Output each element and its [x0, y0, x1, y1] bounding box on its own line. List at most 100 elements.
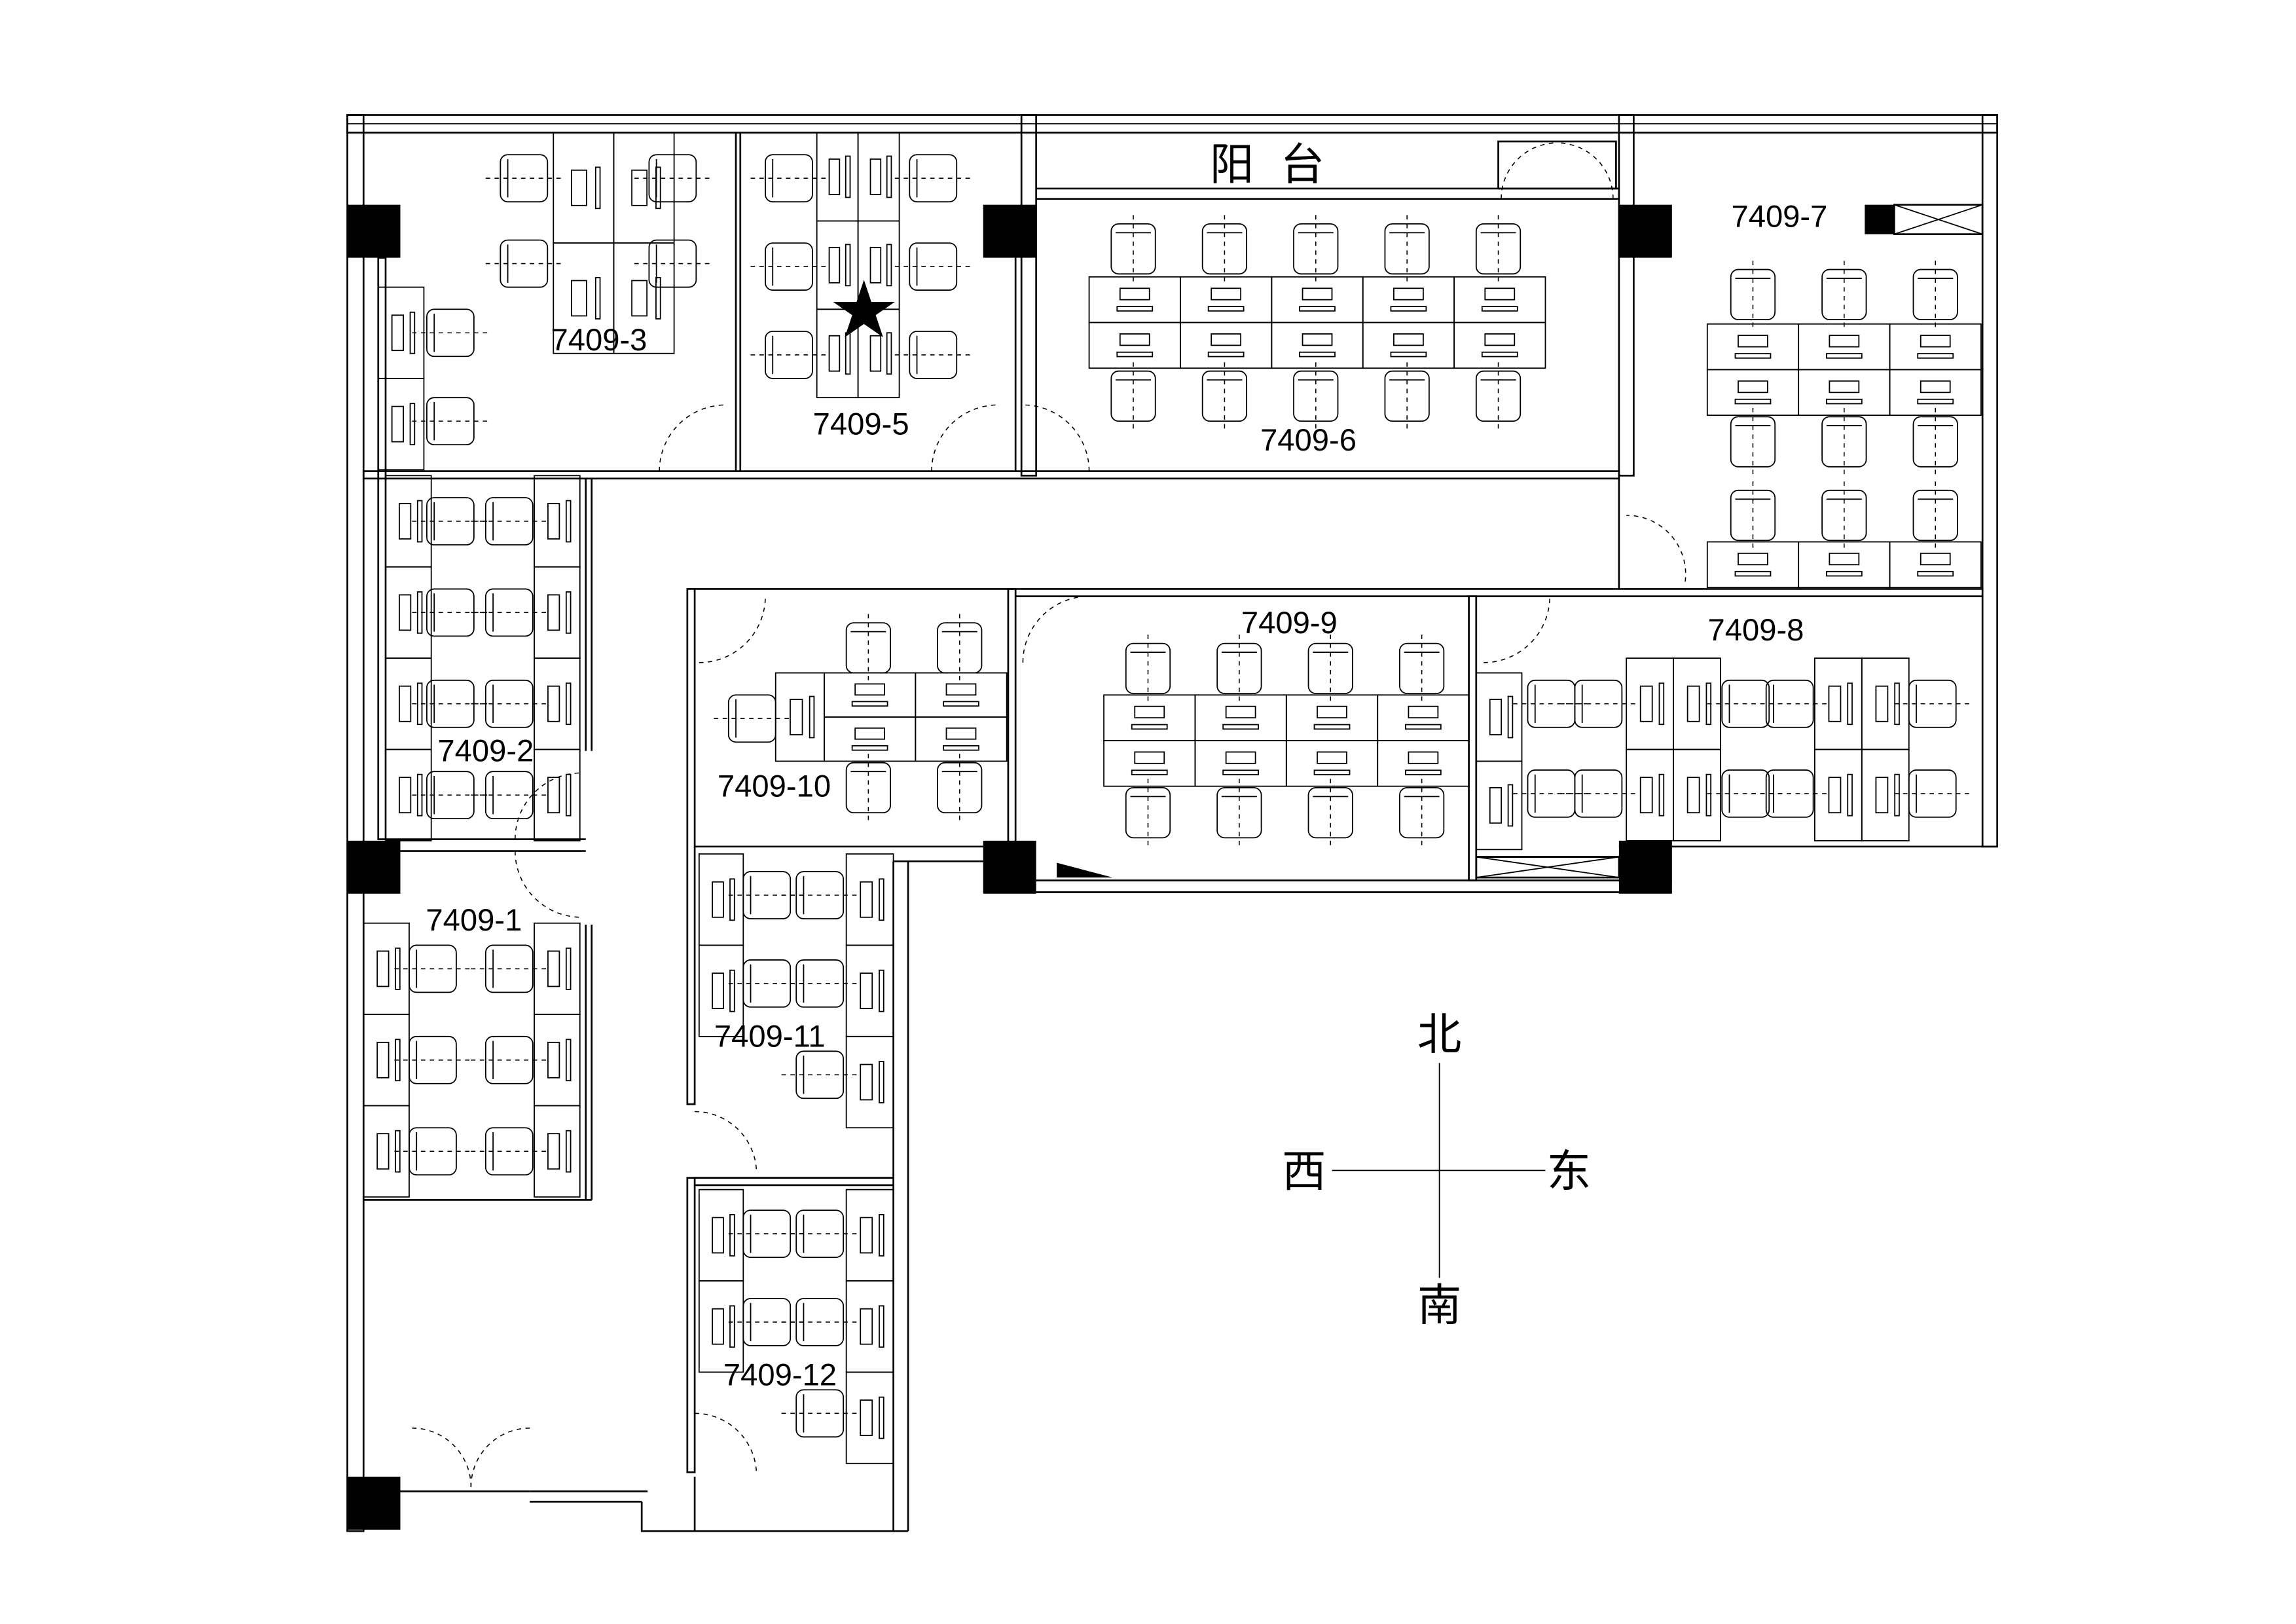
room-label-7409-5: 7409-5 [813, 407, 909, 441]
chair [1821, 268, 1867, 320]
desk [698, 853, 744, 946]
desk [1475, 672, 1523, 762]
desk [1861, 748, 1910, 841]
chair [1201, 370, 1248, 422]
desk [377, 378, 425, 471]
pillar [983, 840, 1036, 894]
room-label-7409-12: 7409-12 [723, 1358, 837, 1393]
desk [845, 944, 894, 1037]
desk [1673, 748, 1721, 841]
desk [1813, 748, 1863, 841]
desk [774, 672, 825, 762]
compass-north: 北 [1417, 1008, 1461, 1060]
room-label-7409-8: 7409-8 [1707, 613, 1804, 648]
room-label-7409-10: 7409-10 [718, 769, 831, 803]
chair [845, 762, 891, 814]
chair [1216, 642, 1262, 694]
desk [1889, 541, 1982, 589]
pillar [347, 840, 401, 894]
desk [534, 922, 581, 1016]
chair [1125, 787, 1171, 839]
desk [698, 1189, 744, 1282]
balcony-label: 阳台 [1210, 138, 1351, 190]
pillars [347, 204, 1895, 1530]
chair [1399, 787, 1445, 839]
desk [553, 132, 615, 244]
desk [534, 566, 581, 659]
desk [534, 748, 581, 841]
room-label-7409-9: 7409-9 [1241, 606, 1338, 640]
desk [1475, 760, 1523, 851]
desk [816, 220, 859, 310]
chair [1110, 223, 1156, 275]
chair [1293, 370, 1339, 422]
pillar [1865, 204, 1895, 234]
chair [1821, 489, 1867, 542]
desk [1889, 369, 1982, 416]
pillar [347, 204, 401, 258]
compass-west: 西 [1282, 1145, 1326, 1197]
desk [534, 475, 581, 568]
desk [1813, 657, 1863, 750]
desk [363, 1105, 410, 1198]
desk [1673, 657, 1721, 750]
pillar [1618, 204, 1672, 258]
chair [1307, 787, 1353, 839]
chair [1730, 489, 1776, 542]
desk [1377, 740, 1470, 787]
chair [937, 622, 983, 674]
compass-east: 东 [1547, 1145, 1591, 1197]
chair [1475, 223, 1522, 275]
desk [613, 132, 675, 244]
room-label-7409-3: 7409-3 [551, 323, 647, 358]
chair [648, 154, 697, 203]
room-label-7409-11: 7409-11 [714, 1020, 826, 1054]
desk [915, 716, 1008, 762]
desk [845, 1371, 894, 1464]
chair [1912, 416, 1958, 468]
chair [1384, 370, 1430, 422]
desk [363, 1014, 410, 1107]
chair [1912, 489, 1958, 542]
desk [1626, 748, 1674, 841]
compass-south: 南 [1417, 1280, 1461, 1331]
desk [1861, 657, 1910, 750]
chair [1475, 370, 1522, 422]
desk [1453, 322, 1546, 369]
room-label-7409-1: 7409-1 [426, 903, 522, 938]
chair [1110, 370, 1156, 422]
pillar [983, 204, 1036, 258]
compass: 北 南 西 东 [1282, 1008, 1591, 1331]
chair [1399, 642, 1445, 694]
desk [816, 132, 859, 222]
chair [1125, 642, 1171, 694]
desk [845, 853, 894, 946]
chair [1307, 642, 1353, 694]
chair [1912, 268, 1958, 320]
chair [845, 622, 891, 674]
chair [648, 239, 697, 288]
pillar [347, 1477, 401, 1530]
desk [534, 1014, 581, 1107]
chair [937, 762, 983, 814]
desk [613, 242, 675, 354]
chair [1730, 268, 1776, 320]
chair [1293, 223, 1339, 275]
chair [1216, 787, 1262, 839]
chair [1730, 416, 1776, 468]
desk [534, 1105, 581, 1198]
room-label-7409-7: 7409-7 [1731, 199, 1827, 234]
star-icon [833, 280, 895, 337]
chair [1201, 223, 1248, 275]
chair [1384, 223, 1430, 275]
furniture [363, 132, 1982, 1464]
desk [845, 1189, 894, 1282]
desk [363, 922, 410, 1016]
desk [845, 1280, 894, 1373]
desk [857, 132, 900, 222]
room-label-7409-6: 7409-6 [1260, 423, 1357, 458]
desk [534, 657, 581, 750]
pillar [1618, 840, 1672, 894]
chair [1821, 416, 1867, 468]
